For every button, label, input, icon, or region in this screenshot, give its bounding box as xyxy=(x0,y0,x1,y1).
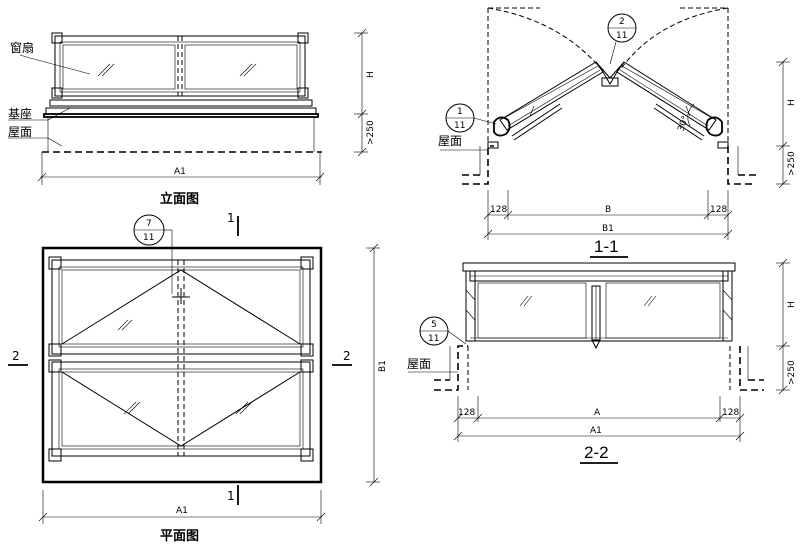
section-2-callout: 5 11 xyxy=(419,316,467,346)
section-1-right-sash xyxy=(616,61,717,131)
section-1-left-sash xyxy=(499,61,604,131)
elevation-dim-width: A1 xyxy=(174,167,186,177)
section-2-dim-total: A1 xyxy=(590,426,602,436)
section-1-dim-mid: B xyxy=(605,205,611,215)
section-2-callout-number: 5 xyxy=(431,320,437,330)
elevation-base xyxy=(49,99,313,107)
section-1-callout-left: 1 11 xyxy=(445,103,497,133)
section-1-dim-right: 128 xyxy=(710,205,727,215)
section-2-dim-height: H xyxy=(787,301,797,308)
plan-detail-callout: 7 11 xyxy=(133,214,173,262)
section-1-title: 1-1 xyxy=(594,237,619,256)
elevation-sash-frame xyxy=(54,35,306,97)
section-1-dim-left: 128 xyxy=(490,205,507,215)
plan-detail-number: 7 xyxy=(146,219,152,229)
plan-detail-sheet: 11 xyxy=(143,233,154,243)
section-2-dim-mid: A xyxy=(594,408,601,418)
elevation-glass-marks xyxy=(97,63,257,77)
elevation-label-base: 基座 xyxy=(8,106,32,121)
section-2-dim-left: 128 xyxy=(458,408,475,418)
plan-cut-2-right: 2 xyxy=(343,349,351,363)
elevation-title: 立面图 xyxy=(160,191,199,207)
section-1-dim-total: B1 xyxy=(602,224,614,234)
elevation-dim-height: H xyxy=(366,71,376,78)
section-2-callout-sheet: 11 xyxy=(428,334,439,344)
section-2-dim-curb: >250 xyxy=(787,360,797,385)
section-1-angle: 30° xyxy=(676,115,691,133)
plan-dim-width: A1 xyxy=(176,506,188,516)
elevation-label-roof: 屋面 xyxy=(8,125,32,139)
plan-cut-2-left: 2 xyxy=(12,349,20,363)
plan-cut-1-top: 1 xyxy=(227,211,235,225)
elevation-label-sash: 窗扇 xyxy=(10,40,34,55)
elevation-dim-curb: >250 xyxy=(366,120,376,145)
section-1-callout-top: 2 11 xyxy=(607,13,637,65)
section-2-2: 屋面 5 11 H >250 128 A 128 xyxy=(407,258,797,464)
section-1-dim-height: H xyxy=(787,99,797,106)
plan-title: 平面图 xyxy=(160,529,199,544)
plan-outer-curb xyxy=(41,246,323,484)
section-2-title: 2-2 xyxy=(584,443,609,462)
plan-view: 7 11 1 1 2 2 B1 A1 平面图 xyxy=(8,211,388,544)
section-1-1: 30° 屋面 1 11 2 11 xyxy=(438,7,797,258)
plan-cut-1-bottom: 1 xyxy=(227,489,235,503)
section-2-label-roof: 屋面 xyxy=(407,357,431,371)
section-1-callout-left-sheet: 11 xyxy=(454,121,465,131)
section-1-callout-top-number: 2 xyxy=(619,17,625,27)
section-1-dim-curb: >250 xyxy=(787,151,797,176)
plan-dim-depth: B1 xyxy=(378,360,388,372)
section-1-label-roof: 屋面 xyxy=(438,134,462,148)
section-1-callout-left-number: 1 xyxy=(457,107,463,117)
elevation-view: 窗扇 基座 屋面 H >250 A1 立面图 xyxy=(8,28,376,207)
section-1-callout-top-sheet: 11 xyxy=(616,31,627,41)
section-2-dim-right: 128 xyxy=(722,408,739,418)
